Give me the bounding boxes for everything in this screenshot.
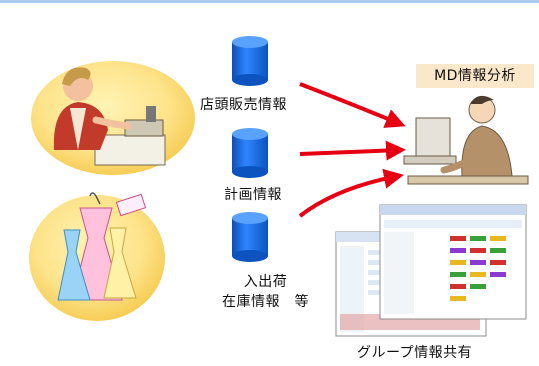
database-icon — [232, 212, 268, 262]
analysis-label: MD情報分析 — [416, 64, 534, 88]
source-label-plan: 計画情報 — [224, 187, 282, 203]
source-label-sales: 店頭販売情報 — [200, 97, 287, 113]
analyst-illustration — [403, 95, 529, 185]
arrow-sales-to-analysis — [299, 82, 406, 128]
arrow-inventory-to-analysis — [298, 168, 404, 218]
arrow-plan-to-analysis — [299, 140, 406, 161]
database-icon — [232, 128, 268, 178]
top-divider-line — [0, 0, 539, 3]
shared-screens-illustration — [335, 204, 527, 337]
database-icon — [232, 36, 268, 86]
sharing-label: グループ情報共有 — [357, 345, 473, 361]
source-label-inventory: 入出荷 在庫情報 等 — [222, 274, 309, 310]
shop-clerk-illustration — [31, 61, 195, 175]
dresses-illustration — [29, 192, 165, 321]
